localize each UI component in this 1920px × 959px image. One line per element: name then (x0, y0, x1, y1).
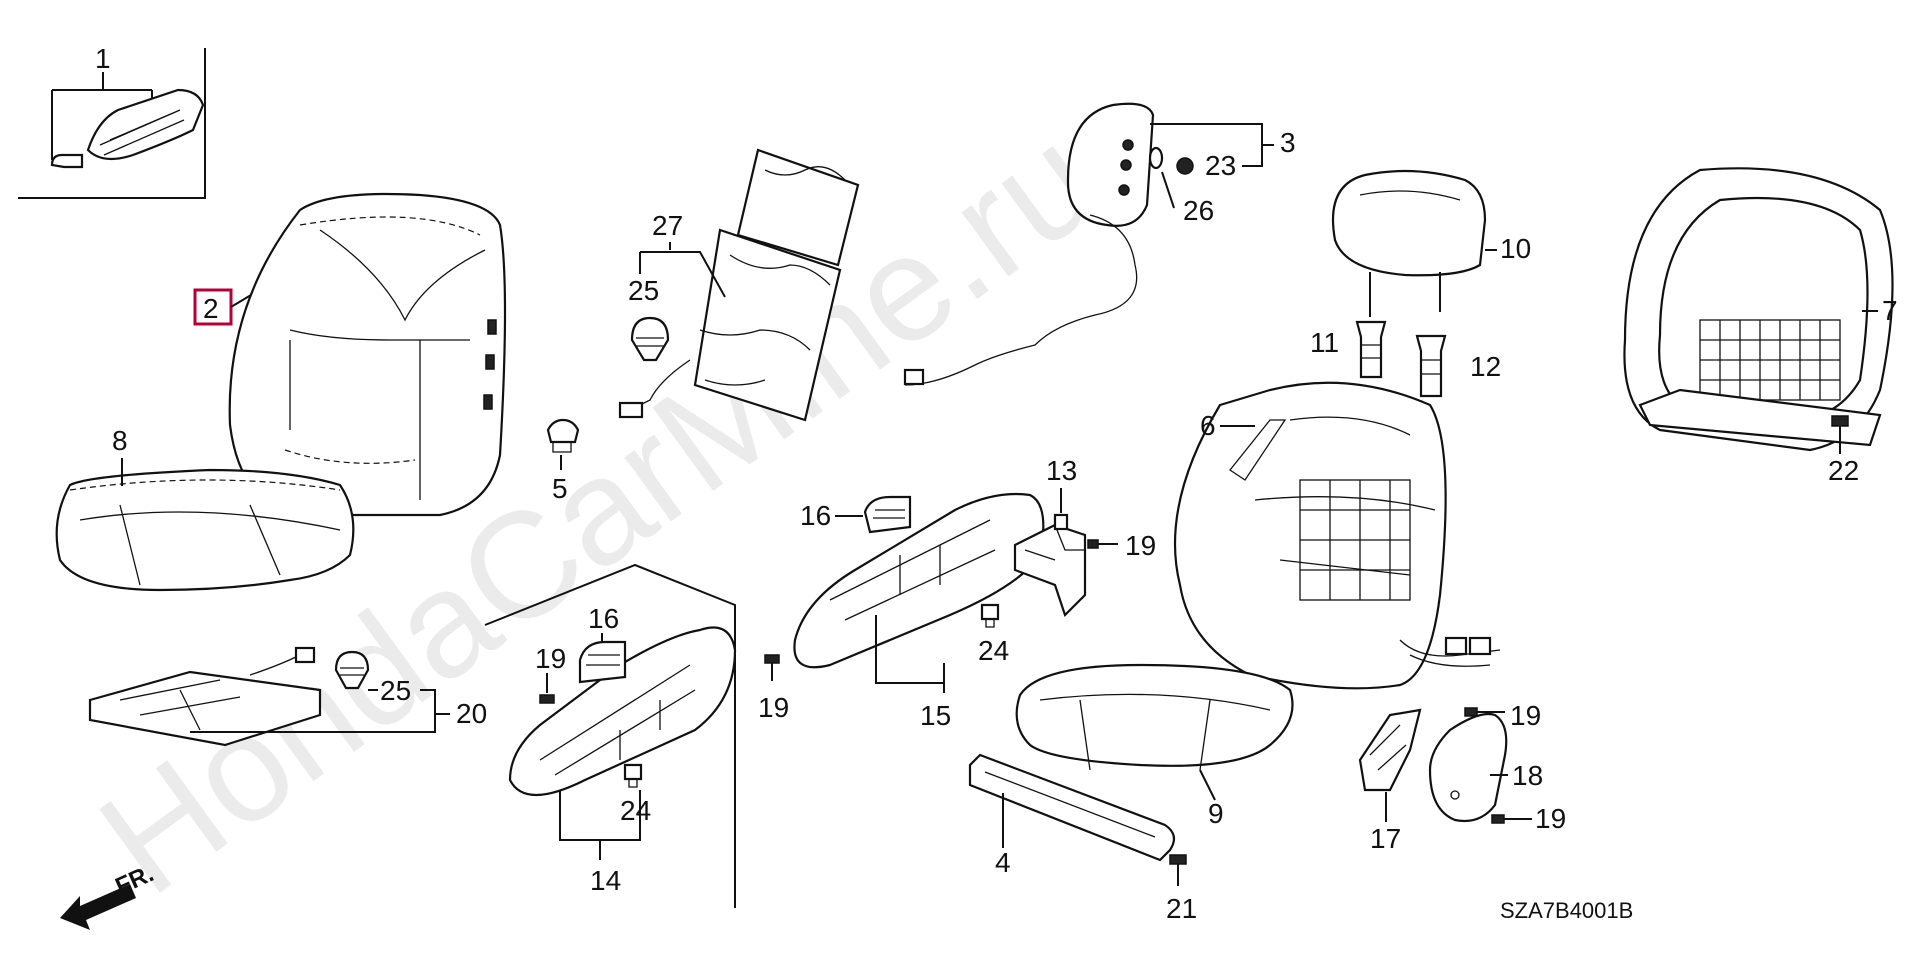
part-26-washer (1148, 146, 1164, 170)
label-15: 15 (920, 700, 951, 731)
part-16-trim-cap-a (863, 495, 912, 534)
label-26: 26 (1183, 195, 1214, 226)
part-15-inner-side-cover (793, 492, 1045, 669)
label-10: 10 (1500, 233, 1531, 264)
label-16b: 16 (588, 603, 619, 634)
part-5-clip (546, 418, 580, 453)
frame-mesh (1699, 319, 1841, 401)
label-25b: 25 (628, 275, 659, 306)
label-13: 13 (1046, 455, 1077, 486)
label-19a: 19 (758, 692, 789, 723)
part-14-outer-side-cover (508, 626, 737, 797)
front-arrow-icon (60, 884, 136, 930)
label-9: 9 (1208, 798, 1224, 829)
part-1-cable-clip-set (18, 48, 206, 199)
part-18-recliner-cover (1428, 712, 1508, 823)
part-13-bracket (1013, 513, 1087, 618)
part-7-seatback-frame (1623, 167, 1894, 452)
part-19-screw-d (1464, 707, 1478, 717)
part-27-seatback-heater (618, 148, 860, 422)
part-4-front-trim (968, 753, 1176, 862)
part-19-screw-a (764, 654, 780, 681)
label-25a: 25 (380, 675, 411, 706)
label-1: 1 (95, 43, 111, 74)
part-3-side-airbag (903, 102, 1155, 386)
label-6: 6 (1200, 410, 1216, 441)
part-19-screw-b (1087, 539, 1099, 549)
label-8: 8 (112, 425, 128, 456)
part-23-nut (1176, 157, 1194, 175)
label-3: 3 (1280, 127, 1296, 158)
part-21-screw (1169, 854, 1187, 886)
part-19-screw-e (1491, 814, 1505, 824)
part-6-seatback-pad (1174, 381, 1501, 690)
part-19-screw-c (539, 694, 555, 704)
part-24-clip-b (623, 763, 643, 788)
label-18: 18 (1512, 760, 1543, 791)
label-7: 7 (1882, 295, 1898, 326)
part-11-headrest-guide (1355, 320, 1387, 379)
part-12-headrest-guide (1415, 334, 1447, 398)
label-11: 11 (1310, 327, 1339, 358)
part-8-seat-cushion-cover (55, 468, 355, 592)
divider-line (484, 563, 736, 908)
label-4: 4 (995, 847, 1011, 878)
part-25-clip-b (630, 316, 670, 362)
part-2-seat-back-cover (228, 192, 507, 517)
label-20: 20 (456, 698, 487, 729)
part-22-bolt (1831, 415, 1849, 444)
label-23: 23 (1205, 150, 1236, 181)
label-19b: 19 (1125, 530, 1156, 561)
label-19e: 19 (1535, 803, 1566, 834)
diagram-code: SZA7B4001B (1500, 898, 1633, 923)
label-12: 12 (1470, 351, 1501, 382)
part-20-cushion-heater (88, 646, 322, 747)
label-2: 2 (203, 293, 219, 324)
label-19d: 19 (1510, 700, 1541, 731)
part-25-clip-a (334, 650, 370, 690)
label-5: 5 (552, 473, 568, 504)
label-17: 17 (1370, 823, 1401, 854)
label-14: 14 (590, 865, 621, 896)
label-16a: 16 (800, 500, 831, 531)
part-10-headrest (1331, 169, 1487, 317)
label-22: 22 (1828, 455, 1859, 486)
part-16-trim-cap-b (578, 640, 627, 684)
part-9-seat-cushion-pad (1015, 663, 1294, 771)
label-24b: 24 (620, 795, 651, 826)
label-19c: 19 (535, 643, 566, 674)
label-24a: 24 (978, 635, 1009, 666)
label-21: 21 (1166, 893, 1197, 924)
part-24-clip-a (980, 603, 1000, 628)
part-17-recliner-bracket (1358, 708, 1422, 792)
label-27: 27 (652, 210, 683, 241)
